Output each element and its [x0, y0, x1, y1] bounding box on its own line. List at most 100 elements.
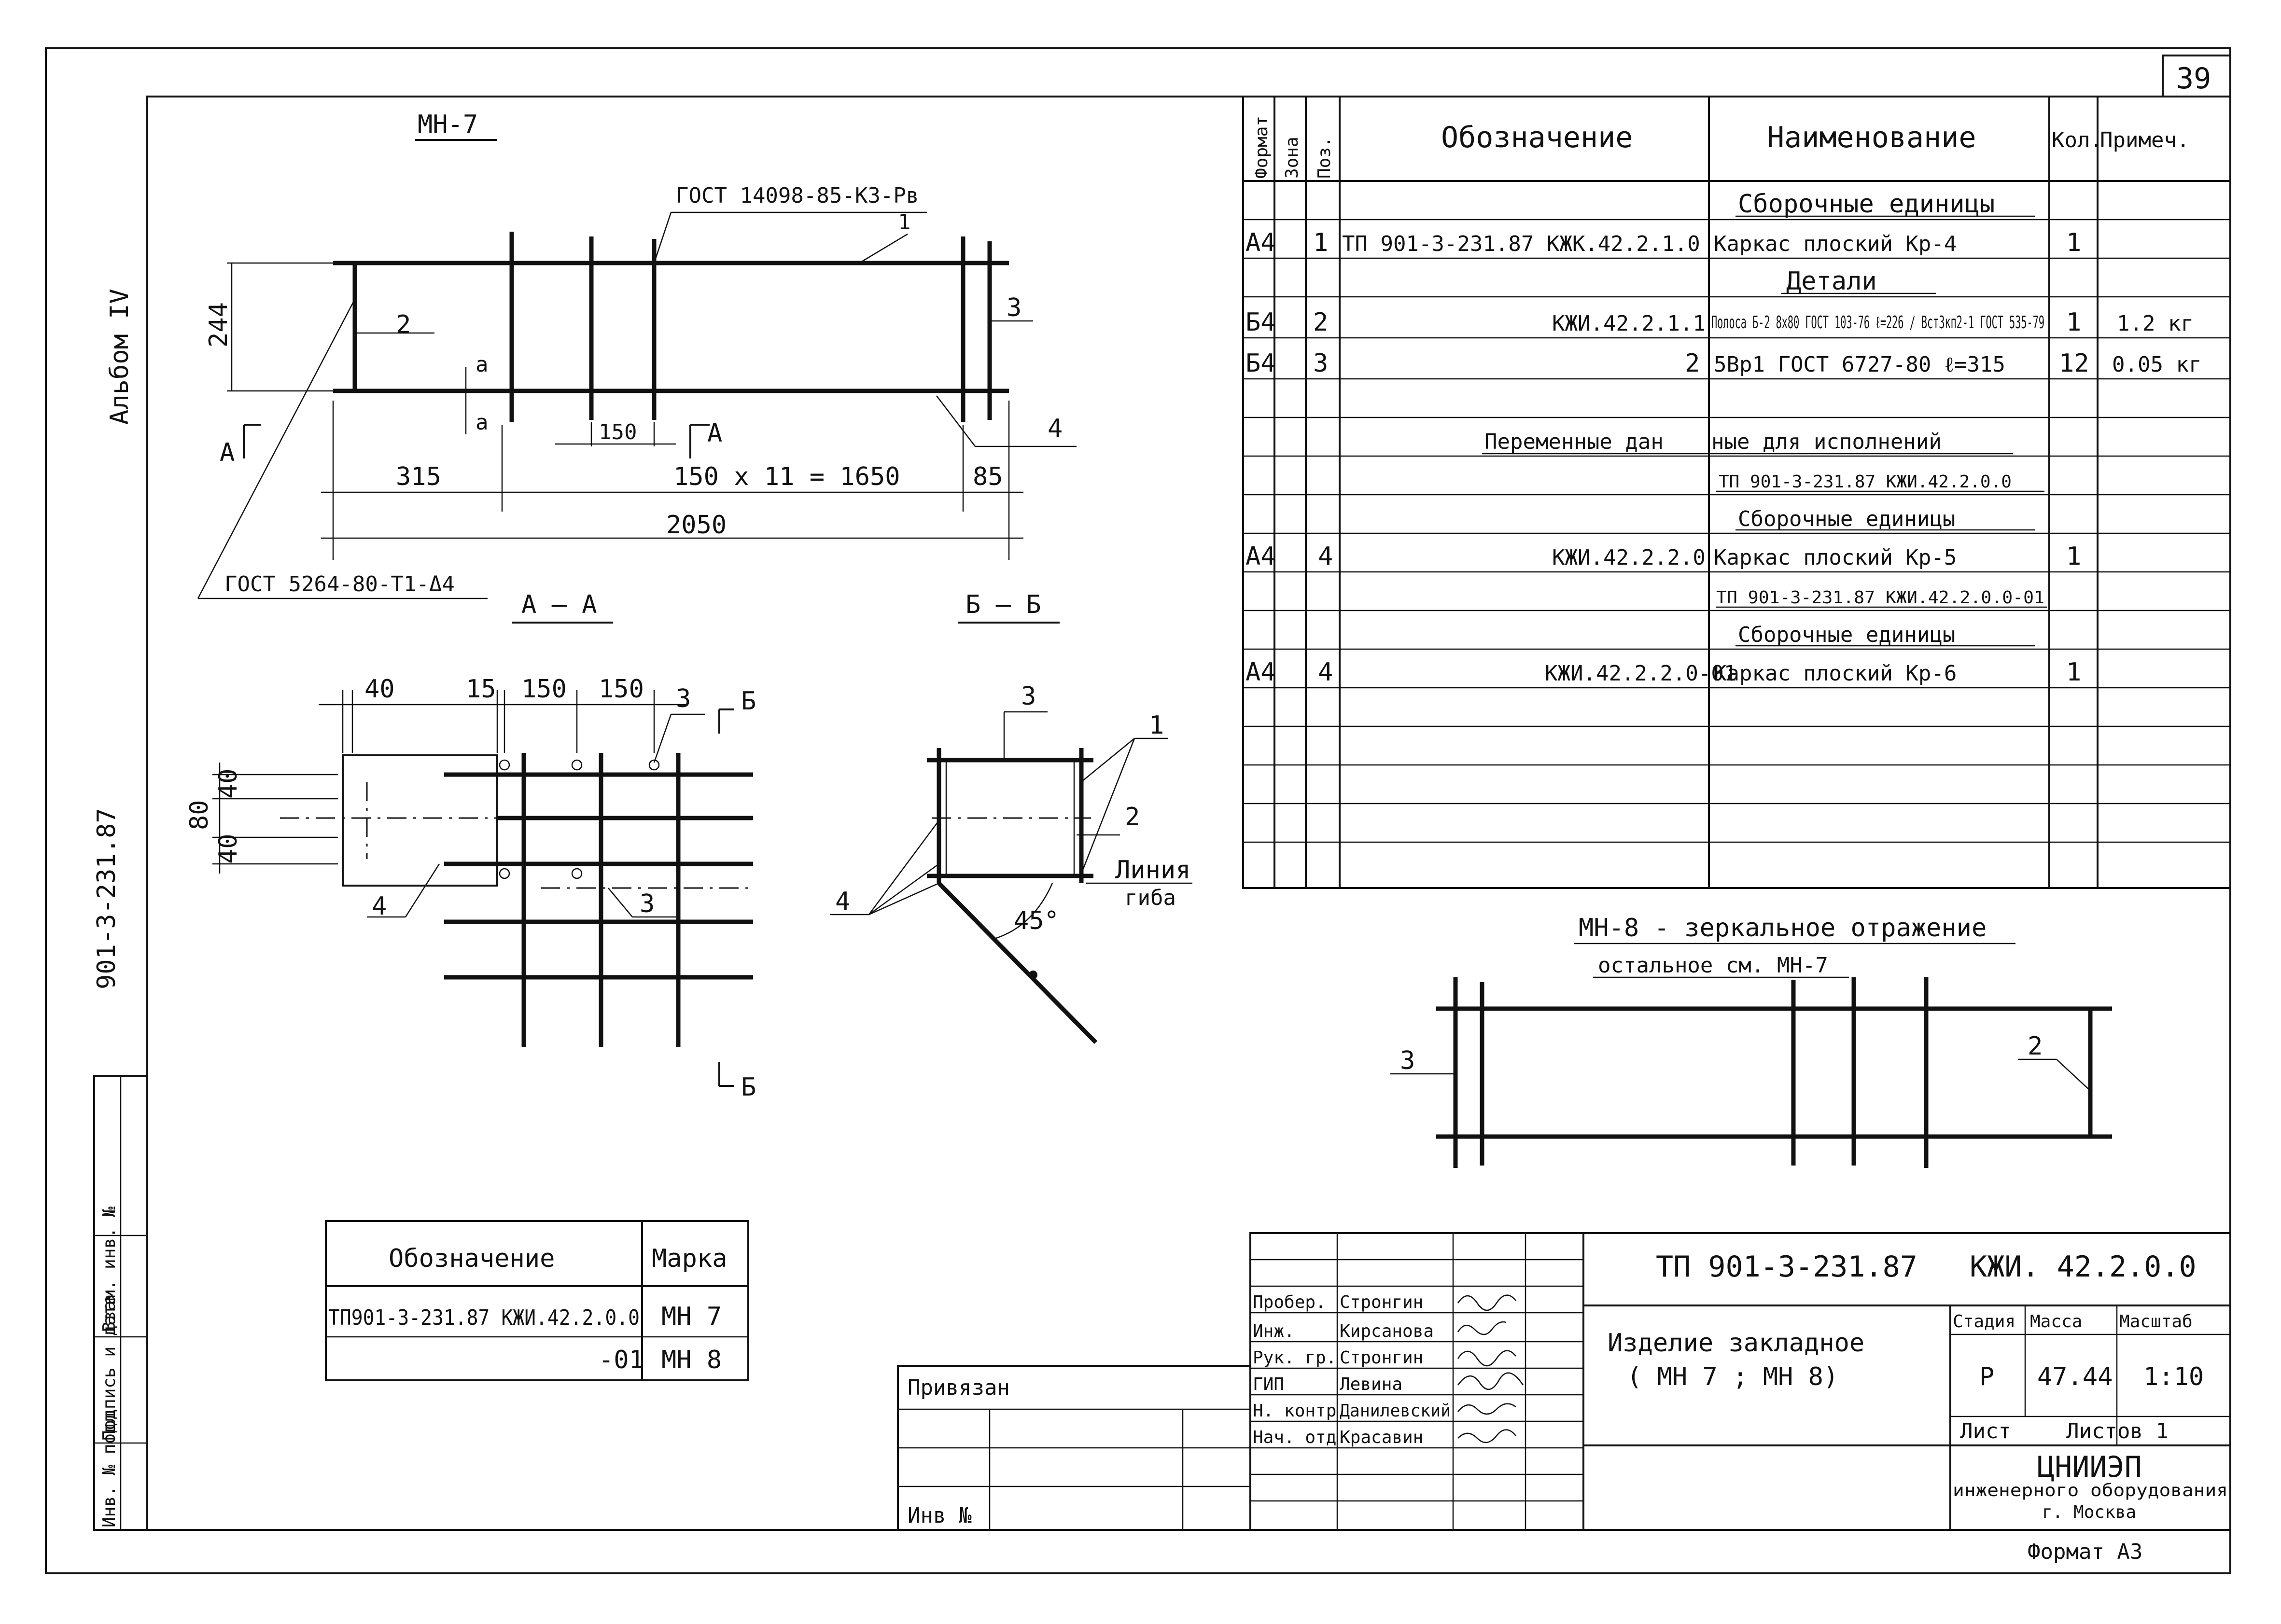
mn7-gost-bottom: ГОСТ 5264-80-Т1-Δ4 [224, 572, 455, 597]
spec-header-designation: Обозначение [1441, 121, 1633, 154]
aa-callout-3-mid: 3 [640, 889, 655, 918]
spec-row-4-pos: 3 [1313, 349, 1328, 378]
spec-header-qty: Кол. [2052, 128, 2103, 153]
section-aa-title: А – А [521, 590, 597, 619]
sig-name-2: Стронгин [1340, 1348, 1423, 1368]
sig-role-4: Н. контр. [1253, 1401, 1347, 1421]
stamp-vzam-inv: Взам. инв. № [99, 1207, 119, 1332]
section-aa: А – А 40 15 150 150 [185, 590, 756, 1102]
spec-row-9-format: А4 [1245, 542, 1276, 571]
tb-doc-code: КЖИ. 42.2.0.0 [1970, 1250, 2197, 1284]
project-code-vertical: 901-3-231.87 [92, 808, 121, 989]
bb-callout-2: 2 [1125, 803, 1140, 832]
title-block-grid [897, 1232, 2231, 1531]
mn7-callout-3: 3 [1007, 293, 1022, 322]
sig-role-3: ГИП [1253, 1374, 1284, 1394]
spec-row-2-name: Детали [1786, 267, 1877, 296]
mn7-callout-4: 4 [1048, 414, 1063, 443]
sig-name-4: Данилевский [1340, 1401, 1451, 1421]
spec-row-9-name: Каркас плоский Кр-5 [1714, 545, 1957, 570]
mark-row-1-designation: -01 [599, 1346, 644, 1374]
stamp-inv-podl: Инв. № подл [99, 1413, 119, 1527]
spec-row-3-qty: 1 [2066, 308, 2081, 337]
spec-row-1-pos: 1 [1313, 228, 1328, 257]
aa-dim-40-left-top: 40 [214, 768, 243, 799]
aa-cut-mark-top: Б [741, 687, 756, 716]
spec-row-12-pos: 4 [1318, 658, 1333, 687]
spec-row-1-name: Каркас плоский Кр-4 [1714, 232, 1957, 256]
aa-dim-150-a: 150 [521, 675, 567, 704]
mark-a-bottom: а [476, 410, 489, 435]
mark-A-right: А [707, 419, 722, 448]
spec-row-3-name: Полоса Б-2 8х80 ГОСТ 103-76 ℓ=226 / Вст3… [1711, 313, 2044, 333]
tb-org-city: г. Москва [2042, 1502, 2136, 1522]
tb-privyazan: Привязан [908, 1375, 1010, 1400]
spec-row-3-format: Б4 [1245, 308, 1276, 337]
tb-org-name: ЦНИИЭП [2037, 1450, 2142, 1484]
sig-name-1: Кирсанова [1340, 1321, 1434, 1341]
aa-cut-mark-bottom: Б [741, 1073, 756, 1102]
section-bb: Б – Б 3 1 2 Линия гиба 4 [830, 590, 1192, 1044]
spec-row-3-pos: 2 [1313, 308, 1328, 337]
spec-row-1-designation: ТП 901-3-231.87 КЖК.42.2.1.0 [1342, 232, 1700, 256]
bb-bend-line-1: Линия [1115, 856, 1191, 885]
mark-header-designation: Обозначение [389, 1244, 555, 1273]
section-bb-title: Б – Б [966, 590, 1041, 619]
tb-project-code: ТП 901-3-231.87 [1656, 1250, 1917, 1284]
dim-315: 315 [396, 462, 441, 491]
bb-callout-3: 3 [1021, 682, 1036, 711]
spec-row-10-name: ТП 901-3-231.87 КЖИ.42.2.0.0-01 [1716, 588, 2044, 608]
sig-role-0: Пробер. [1253, 1292, 1326, 1312]
dim-1650: 150 x 11 = 1650 [673, 462, 900, 491]
spec-row-1-qty: 1 [2066, 228, 2081, 257]
sig-role-2: Рук. гр. [1253, 1348, 1336, 1368]
dim-85: 85 [973, 462, 1003, 491]
tb-sheet-label: Лист [1960, 1419, 2011, 1444]
spec-row-0-name: Сборочные единицы [1738, 190, 1995, 219]
aa-dim-150-b: 150 [599, 675, 644, 704]
spec-row-12-format: А4 [1245, 658, 1276, 687]
sheet-number: 39 [2176, 62, 2211, 96]
aa-dim-15: 15 [466, 675, 496, 704]
tb-scale-header: Масштаб [2119, 1312, 2193, 1332]
tb-mass: 47.44 [2037, 1362, 2113, 1391]
tb-name-line2: ( МН 7 ; МН 8) [1627, 1362, 1838, 1391]
tb-format: Формат А3 [2028, 1540, 2142, 1564]
mn7-gost-top: ГОСТ 14098-85-К3-Рв [676, 183, 919, 208]
sig-role-1: Инж. [1253, 1321, 1295, 1341]
mn7-callout-2: 2 [396, 310, 411, 339]
bb-bend-line-2: гиба [1125, 886, 1176, 910]
spec-row-9-pos: 4 [1318, 542, 1333, 571]
mn7-callout-1: 1 [898, 210, 911, 235]
tb-stage-header: Стадия [1953, 1312, 2015, 1332]
tb-inv-no: Инв № [908, 1503, 972, 1528]
spec-header-name: Наименование [1767, 121, 1976, 154]
spec-row-6-designation: Переменные дан [1484, 430, 1664, 454]
mark-A-left: А [220, 438, 235, 467]
stamp-signature-date: Подпись и дата [99, 1294, 119, 1441]
album-label: Альбом IV [105, 289, 134, 425]
mn8-subtitle: остальное см. МН-7 [1598, 953, 1828, 978]
tb-mass-header: Масса [2030, 1312, 2082, 1332]
dim-244: 244 [204, 302, 233, 347]
spec-row-12-qty: 1 [2066, 658, 2081, 687]
sig-name-3: Левина [1340, 1374, 1402, 1394]
tb-scale: 1:10 [2143, 1362, 2204, 1391]
tb-sheets-label: Листов 1 [2066, 1419, 2169, 1444]
spec-row-4-name: 5Вр1 ГОСТ 6727-80 ℓ=315 [1714, 352, 2005, 377]
mark-a-top: а [476, 352, 489, 377]
spec-header-note: Примеч. [2100, 128, 2189, 153]
tb-name-line1: Изделие закладное [1608, 1329, 1864, 1358]
spec-table-rows: Сборочные единицы А4 1 ТП 901-3-231.87 К… [1245, 190, 2201, 687]
tb-stage: Р [1979, 1362, 1994, 1391]
dim-2050: 2050 [666, 511, 727, 540]
signature-scribbles [1457, 1294, 1524, 1443]
sig-name-0: Стронгин [1340, 1292, 1423, 1312]
spec-row-3-note: 1.2 кг [2117, 311, 2194, 336]
mn8-callout-2: 2 [2028, 1032, 2043, 1061]
spec-table-header: Формат Зона Поз. Обозначение Наименовани… [1252, 116, 2189, 179]
spec-row-9-qty: 1 [2066, 542, 2081, 571]
bb-callout-1: 1 [1149, 711, 1164, 740]
left-margin: Альбом IV 901-3-231.87 Инв. № подл Подпи… [92, 289, 148, 1531]
